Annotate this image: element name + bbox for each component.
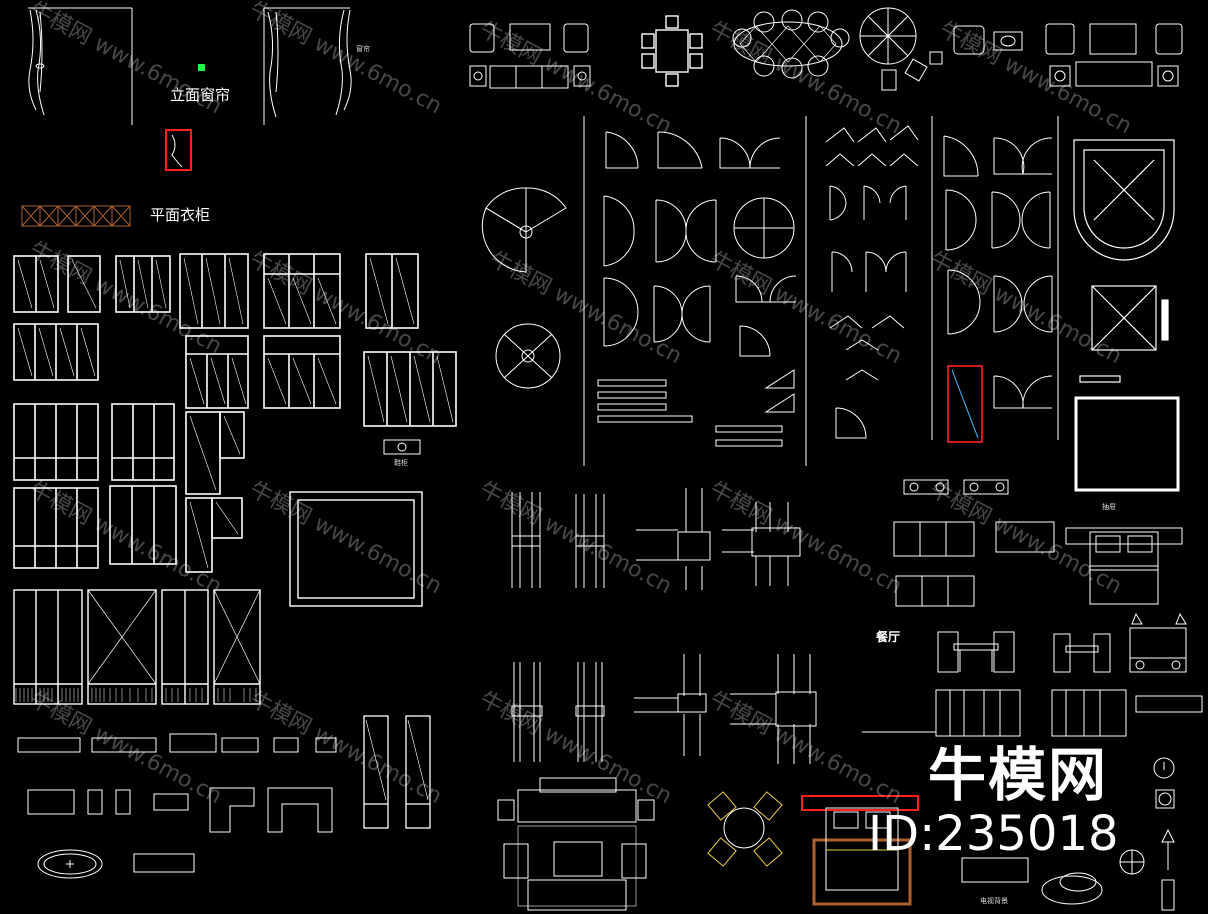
dining-elevation-2 [1053,633,1111,673]
tv-living-set [1045,23,1183,87]
ornate-living-set [497,777,655,911]
sofas-right [893,521,1055,607]
room-plan [289,491,423,607]
label-shoe-cabinet: 鞋柜 [394,459,408,467]
bay-bench [1073,139,1180,492]
label-elevation-curtain: 立面窗帘 [170,86,231,104]
shoe-cabinet-block [383,439,421,455]
console-elevation [1129,612,1187,673]
resource-id: ID:235018 [868,806,1119,862]
bed-on-rug [801,795,919,906]
tv-wall-block [961,857,1029,883]
dining-elevation-1 [937,631,1015,673]
label-dining-room: 餐厅 [876,630,901,644]
dining-elevation-long [935,689,1203,737]
revolving-door [495,323,561,389]
fan-door [481,187,567,273]
section-dividers [583,116,1059,466]
label-curtain-small: 窗帘 [356,45,370,53]
label-tv-wall: 电视背景 [980,897,1008,905]
wardrobe-plan-strip [21,205,131,227]
curtain-elevation-left [28,7,133,125]
red-curtain-block [165,129,192,171]
brand-logo-text: 牛模网 [928,741,1109,809]
small-cabinets [17,733,337,879]
door-swings-col2 [825,125,919,439]
door-swings-col1 [597,131,797,447]
narrow-cabinets [363,715,431,829]
door-swings-col3 [943,135,1053,443]
misc-symbols-right [1041,757,1175,911]
column-joints-upper [511,488,801,590]
green-marker [198,64,205,71]
umbrella-plan [859,7,943,91]
label-drawer-note: 抽屉 [1102,503,1116,511]
wardrobe-elevations [13,589,261,705]
dining-table-long [732,9,850,79]
label-plan-wardrobe: 平面衣柜 [150,206,211,224]
window-blocks [13,253,457,573]
column-joints-lower [511,654,817,764]
dining-table-4 [641,15,703,87]
sofa-set-plan [469,23,591,89]
bathroom-items [953,25,1023,55]
round-table-4chairs [707,791,783,867]
double-bed [1065,527,1183,605]
small-appliances [903,479,1009,495]
curtain-elevation-right [263,7,352,125]
